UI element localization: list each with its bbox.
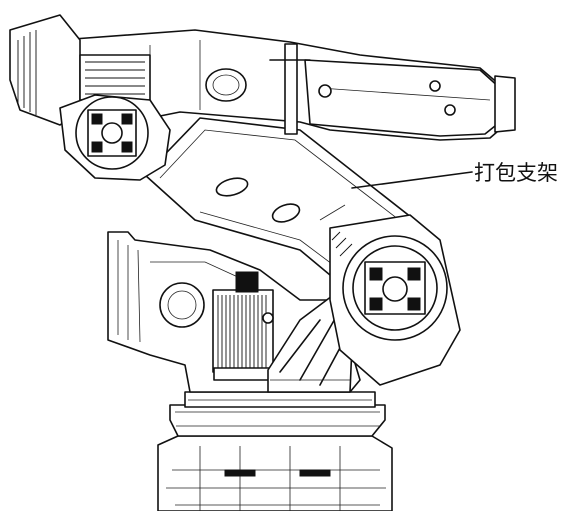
upper-arm [59,29,516,141]
callout-leader [351,171,473,189]
robot-base [157,391,393,511]
axis-motor [212,271,275,381]
upper-joint-housing [59,94,171,181]
lower-joint-housing [329,214,461,386]
upper-motor-housing [9,14,151,126]
packing-bracket-label: 打包支架 [474,161,558,185]
